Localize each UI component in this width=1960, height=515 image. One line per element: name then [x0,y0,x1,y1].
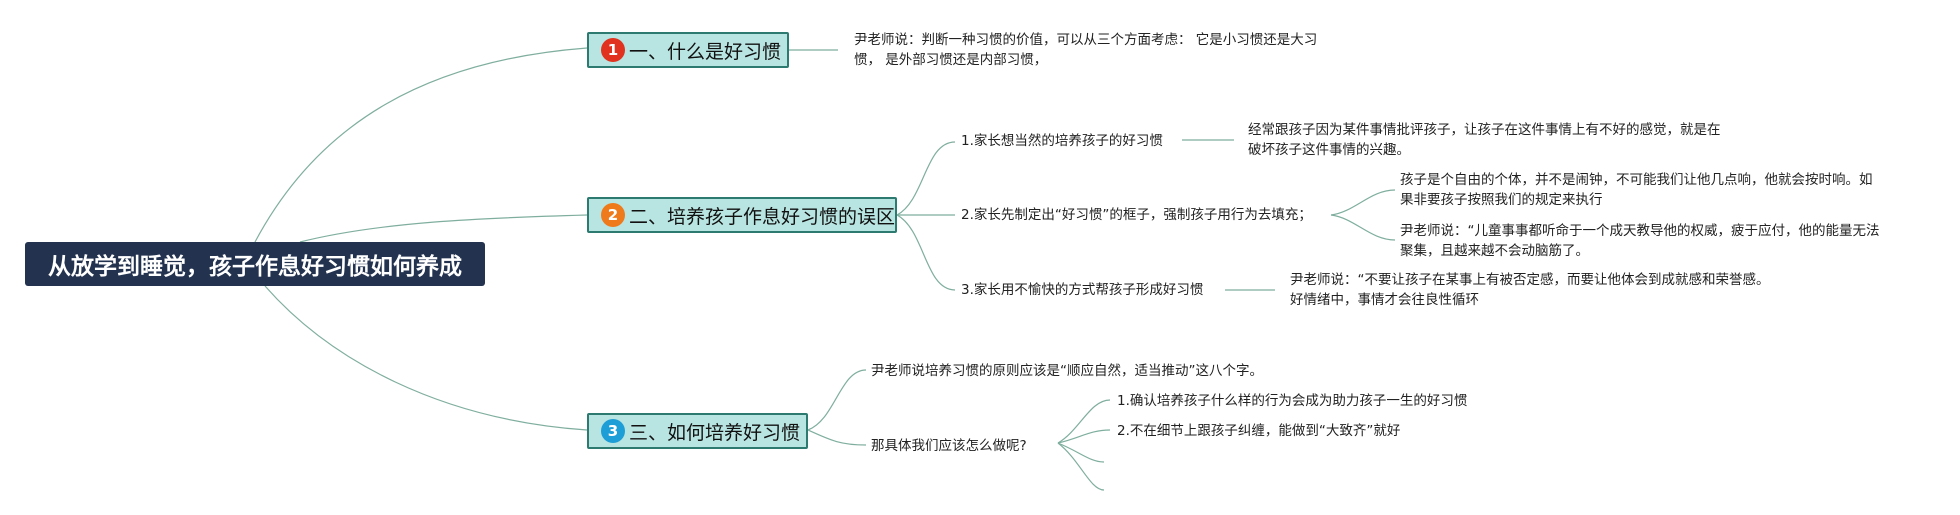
branch-2-sub-1-note[interactable]: 经常跟孩子因为某件事情批评孩子，让孩子在这件事情上有不好的感觉，就是在 破坏孩子… [1248,122,1721,158]
branch-1-label: 一、什么是好习惯 [629,40,782,63]
branch-3-sub-2-item-1[interactable]: 1.确认培养孩子什么样的行为会成为助力孩子一生的好习惯 [1117,393,1468,409]
branch-3-label: 三、如何培养好习惯 [629,421,801,444]
branch-2-sub-3[interactable]: 3.家长用不愉快的方式帮孩子形成好习惯 [961,282,1204,298]
link-sub2-item1 [1057,399,1111,444]
link-branch2-sub1 [896,141,956,216]
root-topic[interactable]: 从放学到睡觉，孩子作息好习惯如何养成 [25,242,485,286]
link-root-branch1 [254,47,588,243]
branch-3-sub-2-item-2[interactable]: 2.不在细节上跟孩子纠缠，能做到“大致齐”就好 [1117,423,1401,439]
branch-3-sub-1[interactable]: 尹老师说培养习惯的原则应该是“顺应自然，适当推动”这八个字。 [871,363,1263,379]
badge-3: 3 [601,419,625,443]
branch-2-sub-2-note-b[interactable]: 尹老师说：“儿童事事都听命于一个成天教导他的权威，疲于应付，他的能量无法 聚集，… [1400,223,1880,259]
branch-3-node[interactable]: 3 三、如何培养好习惯 [587,413,808,449]
link-sub2-note-a [1330,189,1396,216]
branch-2-sub-3-note[interactable]: 尹老师说：“不要让孩子在某事上有被否定感，而要让他体会到成就感和荣誉感。 好情绪… [1290,272,1770,308]
branch-2-sub-1[interactable]: 1.家长想当然的培养孩子的好习惯 [961,133,1163,149]
link-root-branch3 [264,285,588,431]
badge-1: 1 [601,38,625,62]
branch-1-node[interactable]: 1 一、什么是好习惯 [587,32,789,68]
branch-2-sub-2[interactable]: 2.家长先制定出“好习惯”的框子，强制孩子用行为去填充； [961,207,1312,223]
link-sub2-item3 [1057,442,1105,463]
link-sub2-item4 [1057,442,1105,491]
badge-2: 2 [601,203,625,227]
link-branch2-sub3 [896,214,956,291]
link-sub2-item2 [1057,429,1111,444]
link-root-branch2 [299,214,588,243]
link-branch3-sub2 [807,429,867,446]
branch-3-sub-2[interactable]: 那具体我们应该怎么做呢? [871,438,1027,454]
link-sub2-note-b [1330,214,1396,241]
root-title: 从放学到睡觉，孩子作息好习惯如何养成 [48,254,462,280]
branch-2-sub-2-note-a[interactable]: 孩子是个自由的个体，并不是闹钟，不可能我们让他几点响，他就会按时响。如 果非要孩… [1400,172,1873,208]
link-branch3-sub1 [807,369,867,431]
branch-2-label: 二、培养孩子作息好习惯的误区 [629,205,896,228]
branch-2-node[interactable]: 2 二、培养孩子作息好习惯的误区 [587,197,897,233]
branch-1-note[interactable]: 尹老师说：判断一种习惯的价值，可以从三个方面考虑： 它是小习惯还是大习 惯， 是… [854,32,1318,68]
